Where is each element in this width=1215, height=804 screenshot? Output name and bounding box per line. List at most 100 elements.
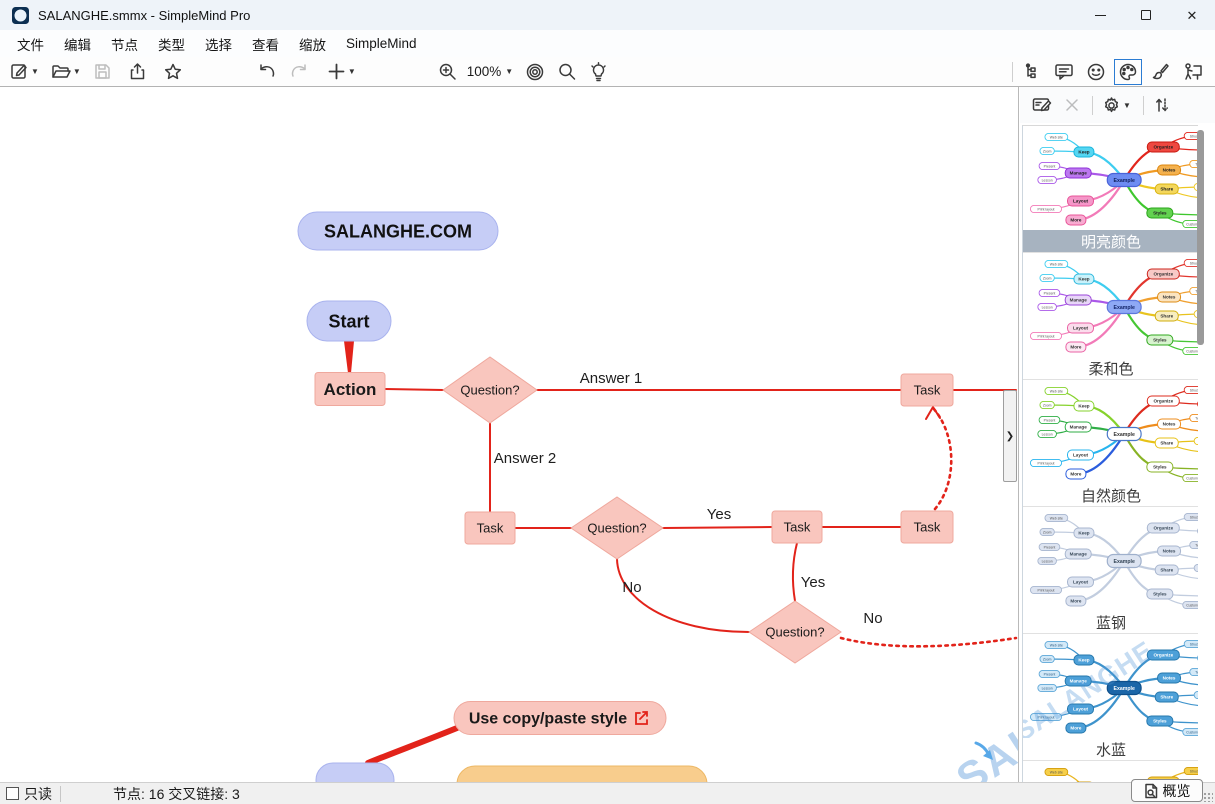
readonly-checkbox[interactable] (6, 787, 19, 800)
chevron-down-icon[interactable]: ▼ (505, 67, 514, 76)
flow-node-site-title[interactable]: SALANGHE.COM (297, 211, 499, 251)
toolbar: ▼ ▼ (0, 57, 1215, 87)
svg-text:Keep: Keep (1078, 658, 1089, 663)
svg-text:More: More (1070, 472, 1081, 477)
notes-panel-button[interactable] (1050, 59, 1078, 84)
svg-text:Zoom: Zoom (1043, 530, 1052, 534)
flow-node-action[interactable]: Action (314, 372, 386, 406)
svg-text:Lesson: Lesson (1042, 178, 1053, 182)
add-node-button[interactable]: ▼ (323, 59, 360, 84)
resize-grip[interactable] (1203, 792, 1213, 802)
svg-text:Print layout: Print layout (1038, 334, 1055, 338)
svg-text:Web site: Web site (1050, 389, 1063, 393)
flow-node-partial-blue[interactable] (315, 762, 395, 782)
reorder-styles-button[interactable] (1149, 94, 1175, 116)
svg-text:Present: Present (1044, 164, 1056, 168)
svg-text:Styles: Styles (1153, 211, 1167, 216)
open-button[interactable]: ▼ (47, 59, 85, 84)
maximize-button[interactable] (1123, 0, 1169, 30)
center-map-button[interactable] (521, 59, 549, 85)
redo-button[interactable] (285, 59, 313, 84)
overview-button[interactable]: 概览 (1131, 779, 1203, 802)
svg-text:Organize: Organize (1153, 272, 1173, 277)
style-settings-button[interactable]: ▼ (1098, 94, 1135, 117)
svg-text:Web site: Web site (1050, 262, 1063, 266)
save-button[interactable] (89, 59, 116, 84)
sidebar-collapse-handle[interactable]: ❯ (1003, 390, 1017, 482)
flow-node-question-1[interactable]: Question? (442, 356, 538, 424)
suggestions-button[interactable] (585, 59, 612, 85)
style-name-label: 柔和色 (1023, 357, 1198, 379)
flow-node-copy-paste-style[interactable]: Use copy/paste style (453, 701, 667, 735)
menubar: 文件 编辑 节点 类型 选择 查看 缩放 SimpleMind (0, 30, 1215, 57)
menu-item-7[interactable]: 缩放 (299, 37, 326, 53)
presentation-button[interactable] (1178, 59, 1207, 84)
delete-style-button[interactable] (1060, 95, 1084, 115)
flow-connector (662, 526, 773, 529)
emoji-panel-button[interactable] (1082, 59, 1110, 85)
menu-item-8[interactable]: SimpleMind (346, 36, 417, 51)
svg-text:Styles: Styles (1153, 592, 1167, 597)
menu-item-6[interactable]: 查看 (252, 37, 279, 53)
zoom-level-value[interactable]: 100% (466, 64, 502, 79)
menu-item-2[interactable]: 编辑 (64, 37, 91, 53)
svg-text:Structure: Structure (1190, 134, 1198, 138)
close-button[interactable]: ✕ (1186, 7, 1198, 23)
svg-text:Keep: Keep (1078, 150, 1089, 155)
outline-icon (1025, 63, 1036, 79)
sidebar-scrollbar[interactable] (1197, 130, 1204, 345)
menu-item-5[interactable]: 选择 (205, 37, 232, 53)
zoom-in-button[interactable] (434, 59, 462, 84)
undo-button[interactable] (253, 59, 281, 84)
edge-label: Answer 2 (494, 450, 557, 467)
style-panel-button[interactable] (1114, 58, 1142, 85)
svg-text:Start: Start (328, 311, 369, 331)
svg-text:Web site: Web site (1050, 770, 1063, 774)
svg-text:SALANGHE.COM: SALANGHE.COM (324, 221, 472, 241)
menu-item-1[interactable]: 文件 (17, 37, 44, 53)
flow-node-question-2[interactable]: Question? (570, 496, 664, 560)
svg-text:Question?: Question? (460, 383, 519, 398)
svg-text:Print layout: Print layout (1038, 715, 1055, 719)
svg-text:Layout: Layout (1073, 707, 1089, 712)
svg-text:Question?: Question? (765, 625, 824, 640)
flow-node-task-1[interactable]: Task (900, 373, 954, 407)
svg-text:Custom: Custom (1186, 603, 1198, 607)
svg-text:Notes: Notes (1163, 549, 1176, 554)
share-button[interactable] (124, 59, 151, 84)
flow-node-partial-orange[interactable] (456, 765, 708, 782)
edit-style-button[interactable] (1028, 94, 1057, 116)
minimize-button[interactable] (1077, 0, 1123, 30)
svg-text:Zoom: Zoom (1043, 403, 1052, 407)
flow-node-task-2[interactable]: Task (464, 511, 516, 545)
flow-node-question-3[interactable]: Question? (748, 600, 842, 664)
new-document-button[interactable]: ▼ (6, 59, 43, 84)
svg-text:Share: Share (1160, 695, 1173, 700)
menu-item-4[interactable]: 类型 (158, 37, 185, 53)
menu-item-3[interactable]: 节点 (111, 37, 138, 53)
outline-panel-button[interactable] (1020, 59, 1046, 84)
favorites-button[interactable] (159, 59, 187, 84)
svg-text:Keep: Keep (1078, 531, 1089, 536)
search-button[interactable] (553, 59, 581, 84)
svg-text:Print layout: Print layout (1038, 461, 1055, 465)
svg-text:Custom: Custom (1186, 222, 1198, 226)
flow-node-task-4[interactable]: Task (900, 510, 954, 544)
svg-text:Keep: Keep (1078, 277, 1089, 282)
flow-connector (365, 725, 460, 766)
flow-node-task-3[interactable]: Task (771, 510, 823, 544)
format-brush-button[interactable] (1146, 59, 1174, 84)
chevron-down-icon: ▼ (72, 67, 81, 76)
svg-text:Web site: Web site (1050, 643, 1063, 647)
svg-text:More: More (1070, 218, 1081, 223)
flow-node-start[interactable]: Start (306, 300, 392, 342)
